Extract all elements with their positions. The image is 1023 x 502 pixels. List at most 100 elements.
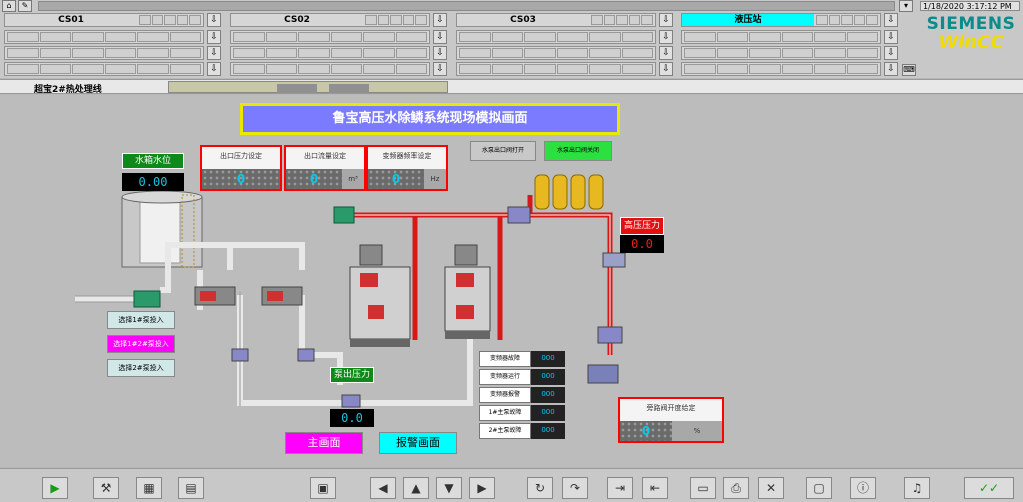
setpoint-value[interactable]: 0 bbox=[286, 169, 342, 189]
setpoint-value[interactable]: 0 bbox=[620, 421, 672, 441]
status-label: 1#主泵故障 bbox=[479, 405, 531, 421]
main-pump-2-top bbox=[456, 273, 474, 287]
tools-icon[interactable]: ⚒ bbox=[93, 477, 119, 499]
area-jump-button[interactable]: ⇩ bbox=[659, 46, 673, 60]
area-jump-button[interactable]: ⇩ bbox=[884, 62, 898, 76]
datetime: 1/18/2020 3:17:12 PM bbox=[920, 1, 1020, 11]
valve-close-button[interactable]: 水泵出口阀关闭 bbox=[544, 141, 612, 161]
bypass-valve-setpoint[interactable]: 旁路阀开度给定 0 % bbox=[618, 397, 724, 443]
monitor-icon[interactable]: ▢ bbox=[806, 477, 832, 499]
main-pump-1-base bbox=[350, 339, 410, 347]
area-hydraulic[interactable]: 液压站 bbox=[681, 13, 881, 27]
login-icon[interactable]: ⇥ bbox=[607, 477, 633, 499]
main-pump-1-top bbox=[360, 273, 378, 287]
outlet-valve bbox=[333, 206, 355, 224]
area-row bbox=[681, 30, 881, 44]
outlet-check-valve bbox=[341, 394, 361, 408]
flow-setpoint[interactable]: 出口流量设定 0 m³ bbox=[284, 145, 366, 191]
setpoint-value[interactable]: 0 bbox=[368, 169, 424, 189]
main-screen-button[interactable]: 主画面 bbox=[285, 432, 363, 454]
area-jump-button[interactable]: ⇩ bbox=[884, 30, 898, 44]
refresh-icon[interactable]: ↻ bbox=[527, 477, 553, 499]
info-button-1[interactable] bbox=[277, 84, 317, 93]
area-row bbox=[4, 62, 204, 76]
redo-icon[interactable]: ↷ bbox=[562, 477, 588, 499]
accumulator-1 bbox=[534, 174, 550, 210]
area-jump-button[interactable]: ⇩ bbox=[884, 13, 898, 27]
play-icon[interactable]: ▶ bbox=[42, 477, 68, 499]
status-value: 000 bbox=[531, 387, 565, 403]
logout-icon[interactable]: ⇤ bbox=[642, 477, 668, 499]
area-row bbox=[456, 62, 656, 76]
area-jump-button[interactable]: ⇩ bbox=[433, 30, 447, 44]
grid-icon[interactable]: ▦ bbox=[136, 477, 162, 499]
status-label: 2#主泵故障 bbox=[479, 423, 531, 439]
up-icon[interactable]: ▲ bbox=[403, 477, 429, 499]
area-jump-button[interactable]: ⇩ bbox=[884, 46, 898, 60]
pressure-setpoint[interactable]: 出口压力设定 0 bbox=[200, 145, 282, 191]
area-jump-button[interactable]: ⇩ bbox=[433, 62, 447, 76]
area-cs01[interactable]: CS01 bbox=[4, 13, 204, 27]
pressure-sensor bbox=[602, 252, 626, 268]
select-pump-1-2[interactable]: 选择1#2#泵投入 bbox=[107, 335, 175, 353]
page-title: 鲁宝高压水除鳞系统现场模拟画面 bbox=[240, 103, 620, 135]
info-button-2[interactable] bbox=[329, 84, 369, 93]
accumulator-4 bbox=[588, 174, 604, 210]
status-row: 变频器报警 000 bbox=[479, 387, 565, 403]
main-pump-1 bbox=[349, 266, 411, 340]
sound-icon[interactable]: ♫ bbox=[904, 477, 930, 499]
select-pump-2[interactable]: 选择2#泵投入 bbox=[107, 359, 175, 377]
area-jump-button[interactable]: ⇩ bbox=[659, 13, 673, 27]
bottom-toolbar: ▶ ⚒ ▦ ▤ ▣ ◀ ▲ ▼ ▶ ↻ ↷ ⇥ ⇤ ▭ ⎙ ✕ ▢ ⓘ ♫ ✓✓ bbox=[0, 468, 1023, 502]
area-jump-button[interactable]: ⇩ bbox=[433, 13, 447, 27]
area-cs03[interactable]: CS03 bbox=[456, 13, 656, 27]
home-icon[interactable]: ⌂ bbox=[2, 0, 16, 12]
pump-units bbox=[194, 244, 491, 347]
setpoint-unit: % bbox=[672, 421, 722, 441]
close-window-icon[interactable]: ✕ bbox=[758, 477, 784, 499]
alarm-screen-button[interactable]: 报警画面 bbox=[379, 432, 457, 454]
status-row: 变频器运行 000 bbox=[479, 369, 565, 385]
setpoint-unit: Hz bbox=[424, 169, 446, 189]
high-pressure-label: 高压压力 bbox=[620, 217, 664, 235]
main-pump-2-mid bbox=[456, 305, 474, 319]
outlet-pressure-value: 0.0 bbox=[330, 409, 374, 427]
print-icon[interactable]: ⎙ bbox=[723, 477, 749, 499]
back-icon[interactable]: ◀ bbox=[370, 477, 396, 499]
area-row bbox=[681, 62, 881, 76]
forward-icon[interactable]: ▶ bbox=[469, 477, 495, 499]
pipe-highlight bbox=[350, 214, 611, 355]
area-cs02[interactable]: CS02 bbox=[230, 13, 430, 27]
accumulators bbox=[534, 174, 604, 210]
edit-icon[interactable]: ✎ bbox=[18, 0, 32, 12]
main-pump-1-motor bbox=[359, 244, 383, 266]
acknowledge-icon[interactable]: ✓✓ bbox=[964, 477, 1014, 499]
down-icon[interactable]: ▼ bbox=[436, 477, 462, 499]
area-jump-button[interactable]: ⇩ bbox=[659, 62, 673, 76]
area-jump-button[interactable]: ⇩ bbox=[433, 46, 447, 60]
outlet-pressure-label: 泵出压力 bbox=[330, 367, 374, 383]
pump-1-status bbox=[200, 291, 216, 301]
report-icon[interactable]: ▤ bbox=[178, 477, 204, 499]
setpoint-value[interactable]: 0 bbox=[202, 169, 280, 189]
overview-bar: ⌂ ✎ ▾ 1/18/2020 3:17:12 PM CS01 CS02 CS0… bbox=[0, 0, 1023, 78]
area-jump-button[interactable]: ⇩ bbox=[207, 30, 221, 44]
picture-icon[interactable]: ▣ bbox=[310, 477, 336, 499]
area-label: 液压站 bbox=[682, 14, 814, 26]
window-icon[interactable]: ▭ bbox=[690, 477, 716, 499]
valve-open-button[interactable]: 水泵出口阀打开 bbox=[470, 141, 536, 161]
keyboard-icon[interactable]: ⌨ bbox=[902, 64, 916, 76]
area-jump-button[interactable]: ⇩ bbox=[207, 62, 221, 76]
area-jump-button[interactable]: ⇩ bbox=[207, 46, 221, 60]
status-row: 变频器故障 000 bbox=[479, 351, 565, 367]
frequency-setpoint[interactable]: 变频器频率设定 0 Hz bbox=[366, 145, 448, 191]
area-row bbox=[230, 30, 430, 44]
area-jump-button[interactable]: ⇩ bbox=[659, 30, 673, 44]
top-icons: ⌂ ✎ bbox=[2, 0, 32, 12]
message-expand-button[interactable]: ▾ bbox=[899, 0, 913, 12]
area-jump-button[interactable]: ⇩ bbox=[207, 13, 221, 27]
info-icon[interactable]: ⓘ bbox=[850, 477, 876, 499]
select-pump-1[interactable]: 选择1#泵投入 bbox=[107, 311, 175, 329]
area-label: CS03 bbox=[510, 15, 536, 25]
control-valve bbox=[597, 326, 623, 344]
